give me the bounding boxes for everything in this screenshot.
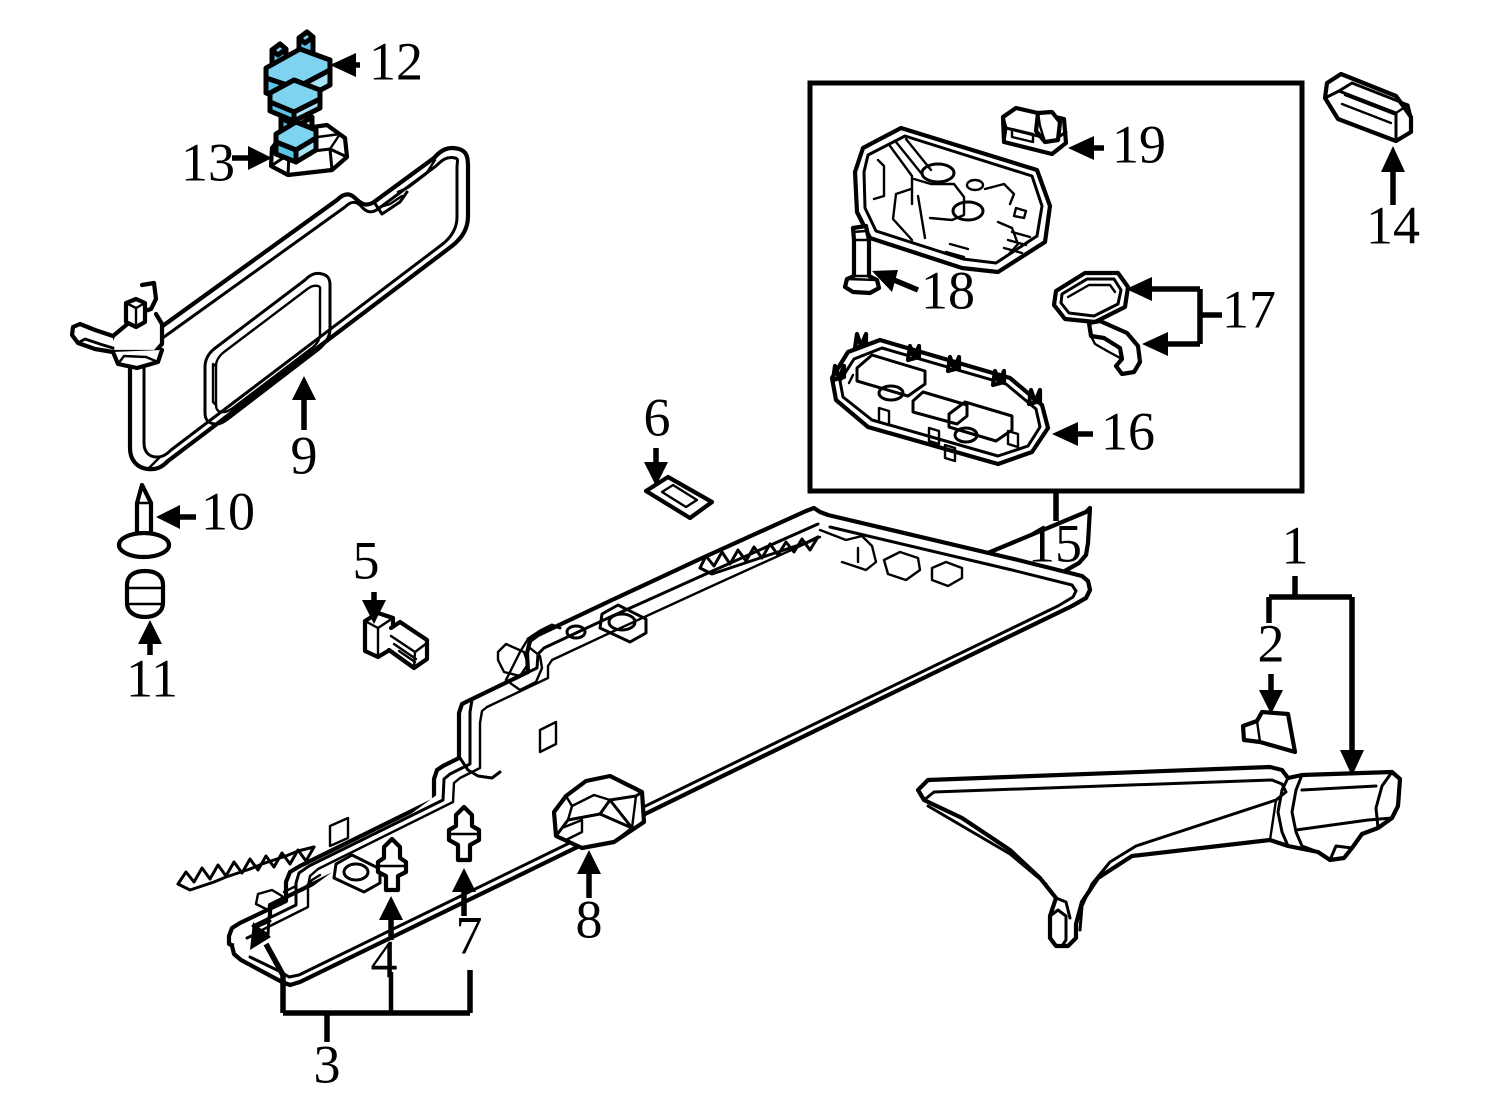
callout-label-7: 7 (456, 905, 483, 965)
callout-label-11: 11 (126, 648, 178, 708)
part-visor-bushing-grommet (124, 568, 166, 620)
part-console-lens-bracket (1086, 318, 1143, 377)
leader-6 (644, 448, 668, 486)
callout-label-8: 8 (576, 889, 603, 949)
callout-label-16: 16 (1101, 401, 1155, 461)
part-pillar-trim-cap (1240, 709, 1298, 755)
part-console-mounting-bolt (842, 223, 882, 296)
callout-label-6: 6 (644, 387, 671, 447)
callout-label-19: 19 (1112, 114, 1166, 174)
part-map-light-switch (1000, 105, 1069, 157)
callout-label-5: 5 (353, 530, 380, 590)
part-hex-flange-bolt (362, 610, 430, 671)
leader-5 (362, 592, 386, 624)
part-console-base-housing (829, 331, 1051, 467)
part-trim-retainer-clip-large (446, 804, 482, 863)
leader-13 (232, 146, 272, 170)
leader-14 (1381, 146, 1405, 205)
callout-label-14: 14 (1366, 195, 1420, 255)
part-trim-retainer-clip-small (375, 836, 409, 893)
leader-1-bracket (1266, 576, 1364, 776)
callout-labels: 1 2 3 4 5 6 7 8 9 10 11 12 13 14 15 16 1… (126, 31, 1420, 1094)
callout-label-1: 1 (1282, 515, 1309, 575)
leader-17-bracket (1126, 277, 1222, 356)
part-windshield-pillar-trim (915, 764, 1403, 949)
part-header-trim-panel (176, 505, 1093, 988)
leader-11 (138, 620, 162, 655)
part-console-lens (1051, 270, 1131, 325)
callout-label-4: 4 (371, 929, 398, 989)
part-grab-handle-cover-plug (1322, 71, 1414, 144)
callout-label-9: 9 (291, 425, 318, 485)
leader-8 (577, 850, 601, 898)
leader-9 (292, 376, 316, 430)
part-console-top-cover (852, 125, 1053, 275)
callout-label-12: 12 (369, 31, 423, 91)
callout-label-2: 2 (1258, 613, 1285, 673)
overhead-console-group-box (807, 80, 1305, 521)
callout-label-10: 10 (201, 481, 255, 541)
leader-16 (1052, 422, 1093, 446)
callout-label-3: 3 (314, 1034, 341, 1094)
leader-7 (452, 868, 476, 916)
leader-4 (379, 896, 403, 940)
callout-label-15: 15 (1028, 513, 1082, 573)
leader-18 (872, 270, 920, 293)
leader-10 (156, 505, 196, 529)
callout-label-18: 18 (921, 260, 975, 320)
part-sun-visor-retainer-clip-highlighted (263, 29, 333, 165)
leader-12 (330, 53, 360, 77)
part-sun-visor (127, 145, 471, 472)
part-trim-insert-tab (643, 474, 715, 521)
leader-3-bracket (250, 922, 473, 1042)
part-visor-pivot-arm (69, 280, 165, 371)
part-header-trim-end-cap (551, 773, 647, 851)
callout-label-13: 13 (181, 132, 235, 192)
part-visor-pin (116, 482, 172, 560)
callout-label-17: 17 (1222, 279, 1276, 339)
leader-19 (1068, 136, 1104, 160)
leader-2 (1259, 674, 1283, 714)
